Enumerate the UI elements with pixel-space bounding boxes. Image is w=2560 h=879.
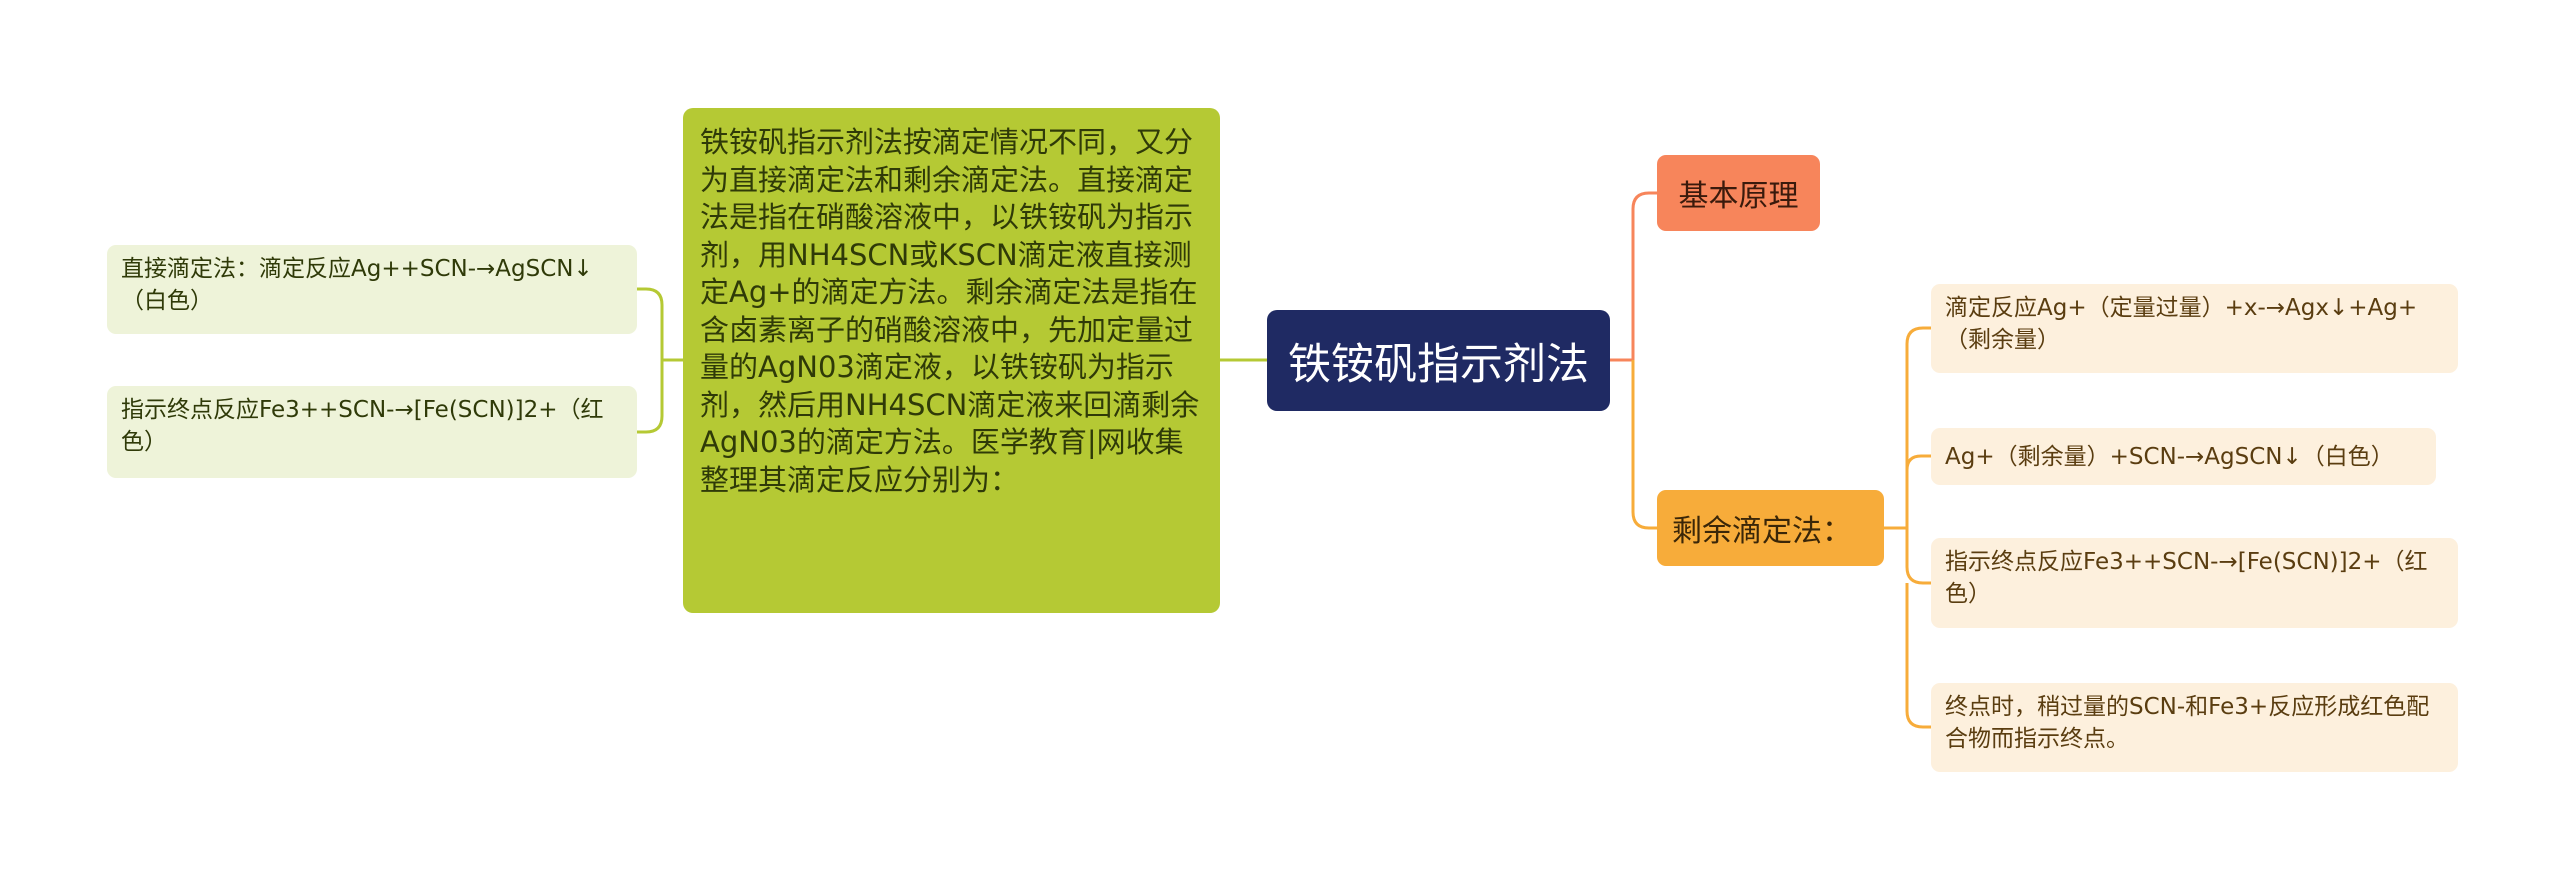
right-leaf-endpoint-reaction[interactable]: 指示终点反应Fe3++SCN-→[Fe(SCN)]2+（红色） bbox=[1931, 538, 2458, 628]
link-left-leaf-2 bbox=[637, 360, 664, 434]
left-leaf-endpoint-reaction[interactable]: 指示终点反应Fe3++SCN-→[Fe(SCN)]2+（红色） bbox=[107, 386, 637, 478]
link-left-leaf-1 bbox=[637, 287, 664, 360]
link-right-leaf-4 bbox=[1905, 583, 1931, 729]
description-text: 铁铵矾指示剂法按滴定情况不同，又分为直接滴定法和剩余滴定法。直接滴定法是指在硝酸… bbox=[700, 125, 1200, 497]
link-root-remaining bbox=[1631, 360, 1657, 530]
root-topic-label: 铁铵矾指示剂法 bbox=[1288, 339, 1589, 390]
left-leaf-label: 指示终点反应Fe3++SCN-→[Fe(SCN)]2+（红色） bbox=[121, 397, 604, 455]
link-root-basic bbox=[1610, 191, 1657, 362]
left-leaf-direct-titration[interactable]: 直接滴定法：滴定反应Ag++SCN-→AgSCN↓（白色） bbox=[107, 245, 637, 334]
root-topic[interactable]: 铁铵矾指示剂法 bbox=[1267, 310, 1610, 411]
description-topic[interactable]: 铁铵矾指示剂法按滴定情况不同，又分为直接滴定法和剩余滴定法。直接滴定法是指在硝酸… bbox=[683, 108, 1220, 613]
right-leaf-titration-reaction[interactable]: 滴定反应Ag+（定量过量）+x-→Agx↓+Ag+（剩余量） bbox=[1931, 284, 2458, 373]
link-right-leaf-2 bbox=[1905, 454, 1931, 471]
branch-basic-principle[interactable]: 基本原理 bbox=[1657, 155, 1820, 231]
right-leaf-back-titration[interactable]: Ag+（剩余量）+SCN-→AgSCN↓（白色） bbox=[1931, 428, 2436, 485]
link-right-leaf-3 bbox=[1905, 528, 1931, 585]
right-leaf-endpoint-note[interactable]: 终点时，稍过量的SCN-和Fe3+反应形成红色配合物而指示终点。 bbox=[1931, 683, 2458, 772]
branch-label: 剩余滴定法： bbox=[1672, 514, 1852, 549]
right-leaf-label: 滴定反应Ag+（定量过量）+x-→Agx↓+Ag+（剩余量） bbox=[1945, 295, 2418, 353]
right-leaf-label: 终点时，稍过量的SCN-和Fe3+反应形成红色配合物而指示终点。 bbox=[1945, 694, 2430, 752]
branch-label: 基本原理 bbox=[1678, 179, 1799, 214]
branch-remaining-titration[interactable]: 剩余滴定法： bbox=[1657, 490, 1884, 566]
right-leaf-label: 指示终点反应Fe3++SCN-→[Fe(SCN)]2+（红色） bbox=[1945, 549, 2428, 607]
link-right-leaf-1 bbox=[1905, 326, 1931, 528]
right-leaf-label: Ag+（剩余量）+SCN-→AgSCN↓（白色） bbox=[1945, 443, 2394, 470]
left-leaf-label: 直接滴定法：滴定反应Ag++SCN-→AgSCN↓（白色） bbox=[121, 256, 593, 314]
